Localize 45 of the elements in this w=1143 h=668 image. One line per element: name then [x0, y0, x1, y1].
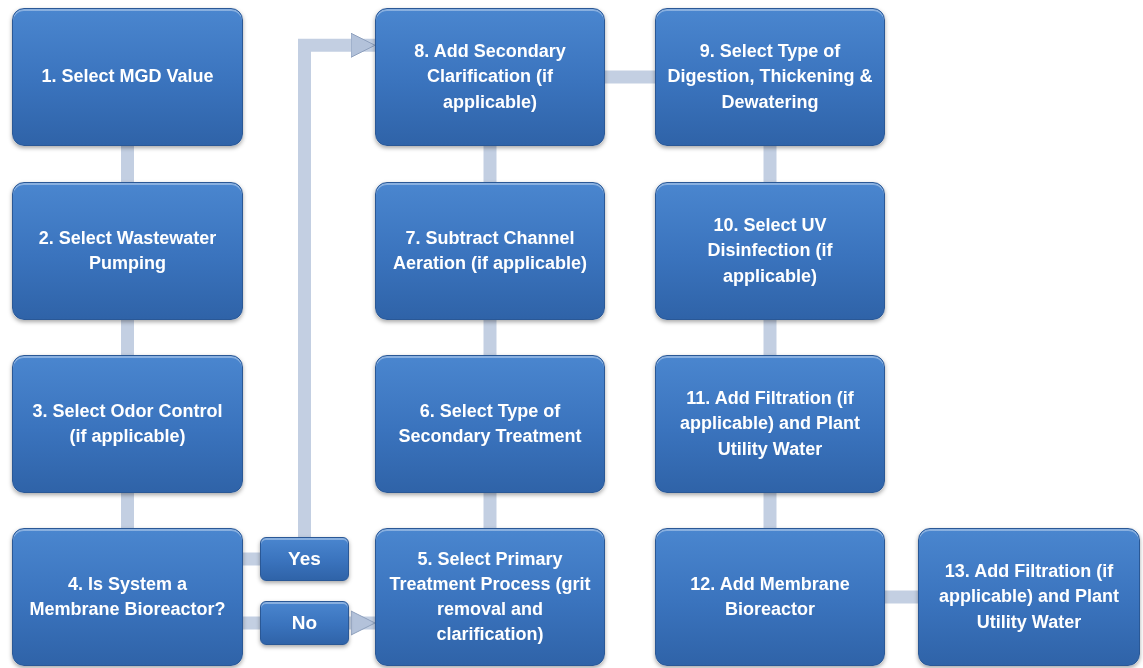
- step-label: 3. Select Odor Control (if applicable): [31, 399, 224, 448]
- process-box: [12, 8, 243, 146]
- step-label: No: [291, 610, 318, 635]
- process-box: [12, 182, 243, 320]
- connector-pipe: [483, 146, 497, 182]
- connector-pipe: [763, 320, 777, 355]
- step-label: 8. Add Secondary Clarification (if applicable): [413, 40, 567, 114]
- process-box: [655, 8, 885, 146]
- step-label: 4. Is System a Membrane Bioreactor?: [28, 572, 227, 621]
- connector-pipe: [483, 493, 497, 528]
- step-label: 12. Add Membrane Bioreactor: [689, 572, 851, 621]
- connector-pipe: [121, 146, 134, 182]
- step-label: 9. Select Type of Digestion, Thickening & Dewatering: [666, 40, 874, 114]
- connector-pipe: [763, 493, 777, 528]
- connector-pipe: [121, 320, 134, 355]
- process-box: [375, 182, 605, 320]
- connector-pipe: [243, 616, 260, 630]
- process-box: [375, 528, 605, 666]
- process-box: [655, 355, 885, 493]
- answer-box: [260, 537, 349, 581]
- step-label: 2. Select Wastewater Pumping: [37, 226, 218, 275]
- process-box: [375, 355, 605, 493]
- step-label: 13. Add Filtration (if applicable) and Plant Utility Water: [937, 560, 1120, 634]
- arrow: [298, 32, 376, 537]
- process-box: [655, 182, 885, 320]
- step-label: 10. Select UV Disinfection (if applicable): [706, 214, 834, 288]
- step-label: 1. Select MGD Value: [41, 65, 214, 89]
- process-box: [12, 528, 243, 666]
- step-label: 5. Select Primary Treatment Process (grit removal and clarification): [388, 547, 592, 647]
- answer-box: [260, 601, 349, 645]
- process-box: [12, 355, 243, 493]
- process-box: [375, 8, 605, 146]
- step-label: Yes: [288, 546, 321, 571]
- connector-pipe: [605, 70, 655, 84]
- connector-pipe: [763, 146, 777, 182]
- connector-pipe: [243, 552, 260, 566]
- process-box: [918, 528, 1140, 666]
- step-label: 7. Subtract Channel Aeration (if applicable): [392, 226, 588, 275]
- connector-pipe: [121, 493, 134, 528]
- step-label: 11. Add Filtration (if applicable) and Plant Utility Water: [678, 387, 861, 461]
- connector-pipe: [885, 590, 918, 604]
- step-label: 6. Select Type of Secondary Treatment: [397, 399, 583, 448]
- connector-pipe: [483, 320, 497, 355]
- process-box: [655, 528, 885, 666]
- arrow: [349, 610, 376, 636]
